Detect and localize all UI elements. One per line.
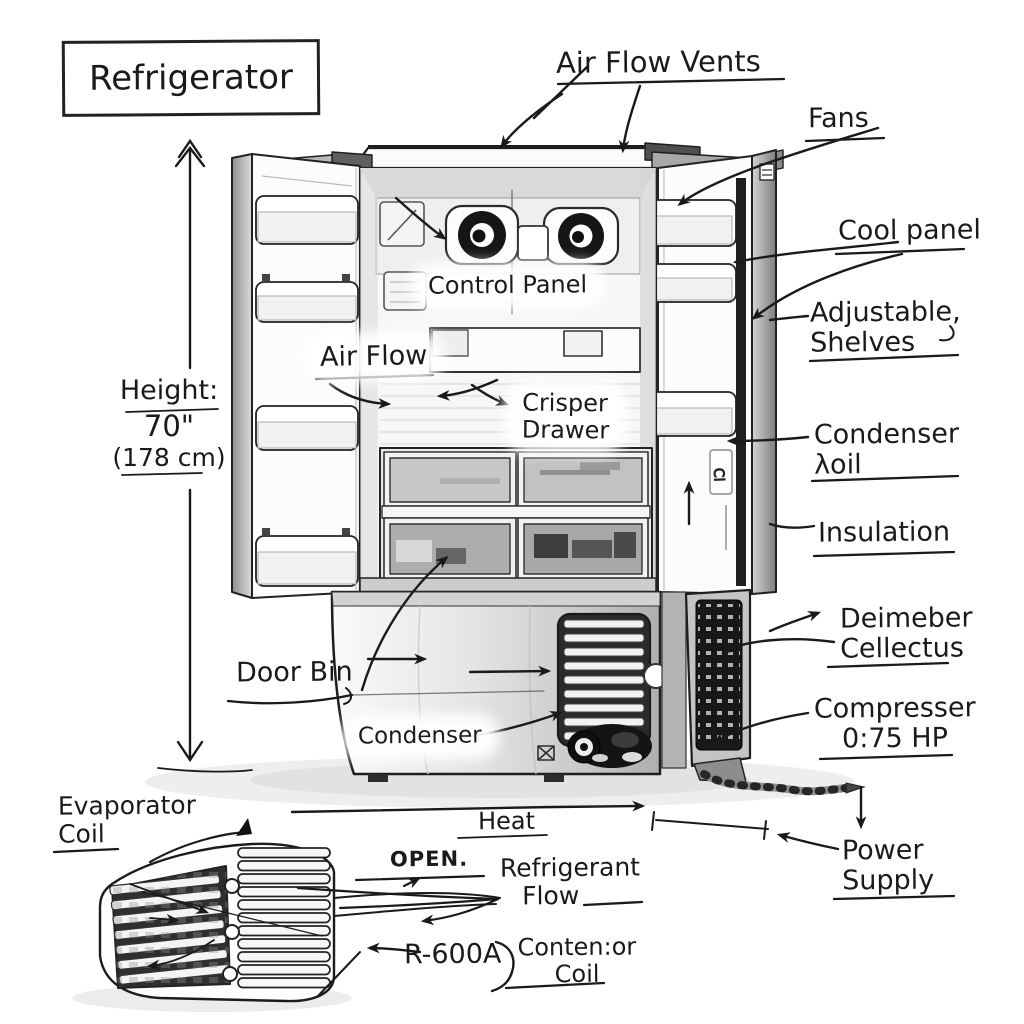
callout-air-flow: Air Flow xyxy=(311,340,436,374)
condenser-coil-right-line2: λoil xyxy=(813,449,862,481)
height-value: 70" xyxy=(143,409,195,443)
evaporator-fins xyxy=(109,865,231,989)
certification-mark xyxy=(537,745,555,761)
evaporator-unit xyxy=(98,818,501,1003)
callout-compressor: Compresser 0:75 HP xyxy=(813,692,976,755)
adjustable-shelves-line1: Adjustable, xyxy=(809,296,961,329)
callout-adjustable-shelves: Adjustable, Shelves xyxy=(809,296,961,359)
callout-open: OPEN. xyxy=(389,846,469,872)
fan-left xyxy=(444,204,520,266)
callout-condenser-coil-bottom: Conten:or Coil xyxy=(510,932,644,989)
power-cord xyxy=(700,770,866,796)
deimeber-line1: Deimeber xyxy=(839,602,973,635)
callout-evaporator-coil: Evaporator Coil xyxy=(57,790,197,849)
page-title: Refrigerator xyxy=(88,57,294,99)
callout-fans: Fans xyxy=(807,102,869,135)
evaporator-line2: Coil xyxy=(57,819,105,849)
height-label: Height: xyxy=(119,375,219,406)
fan-right xyxy=(542,206,620,266)
right-door: Cl xyxy=(629,149,777,595)
glass-shelf xyxy=(429,327,641,373)
side-condenser-panel xyxy=(661,588,752,783)
interior xyxy=(358,166,658,594)
callout-power-supply: Power Supply xyxy=(841,834,935,897)
compressor-unit xyxy=(567,724,652,768)
condenser-grille xyxy=(556,612,652,748)
refrigerant-flow-lines xyxy=(290,800,769,997)
crisper-line1: Crisper xyxy=(522,388,608,418)
base-unit xyxy=(330,590,669,782)
power-supply-line1: Power xyxy=(841,834,924,867)
condenser-coil-bottom-line1: Conten:or xyxy=(517,932,637,962)
left-door xyxy=(231,153,361,599)
evaporator-line1: Evaporator xyxy=(57,790,197,821)
height-dimension-line xyxy=(157,138,253,773)
title-box: Refrigerator xyxy=(61,39,321,117)
callout-refrigerant-flow: Refrigerant Flow xyxy=(499,852,641,911)
coil-stack xyxy=(237,847,331,989)
callout-insulation: Insulation xyxy=(817,516,951,549)
condenser-coil-bottom-line2: Coil xyxy=(554,959,600,989)
callout-deimeber: Deimeber Cellectus xyxy=(839,602,973,665)
annotation-arrows xyxy=(328,64,955,851)
compressor-line2: 0:75 HP xyxy=(841,722,949,755)
callout-crisper-drawer: Crisper Drawer xyxy=(513,388,618,445)
label-underlines xyxy=(52,77,966,990)
door-marking-text: Cl xyxy=(710,468,726,482)
compressor-line1: Compresser xyxy=(813,692,976,725)
adjustable-shelves-line2: Shelves xyxy=(809,326,916,359)
refrigerant-flow-line1: Refrigerant xyxy=(499,852,641,883)
callout-door-bin: Door Bin xyxy=(235,656,353,689)
fan-control-box xyxy=(517,225,549,261)
callout-refrigerant-type: R-600A xyxy=(403,938,502,971)
power-supply-line2: Supply xyxy=(841,864,935,897)
height-metric: (178 cm) xyxy=(112,443,226,472)
callout-heat: Heat xyxy=(477,806,536,836)
deimeber-line2: Cellectus xyxy=(839,632,964,665)
callout-control-panel: Control Panel xyxy=(419,270,596,300)
callout-cool-panel: Cool panel xyxy=(837,214,982,247)
condenser-coil-right-line1: Condenser xyxy=(813,418,960,451)
crisper-drawers xyxy=(379,447,653,583)
callout-condenser: Condenser xyxy=(349,722,490,751)
refrigerant-flow-line2: Flow xyxy=(521,880,580,911)
left-door-bins xyxy=(255,195,359,587)
callout-air-flow-vents: Air Flow Vents xyxy=(555,44,761,80)
crisper-line2: Drawer xyxy=(521,415,610,445)
callout-condenser-coil-right: Condenser λoil xyxy=(813,418,960,481)
